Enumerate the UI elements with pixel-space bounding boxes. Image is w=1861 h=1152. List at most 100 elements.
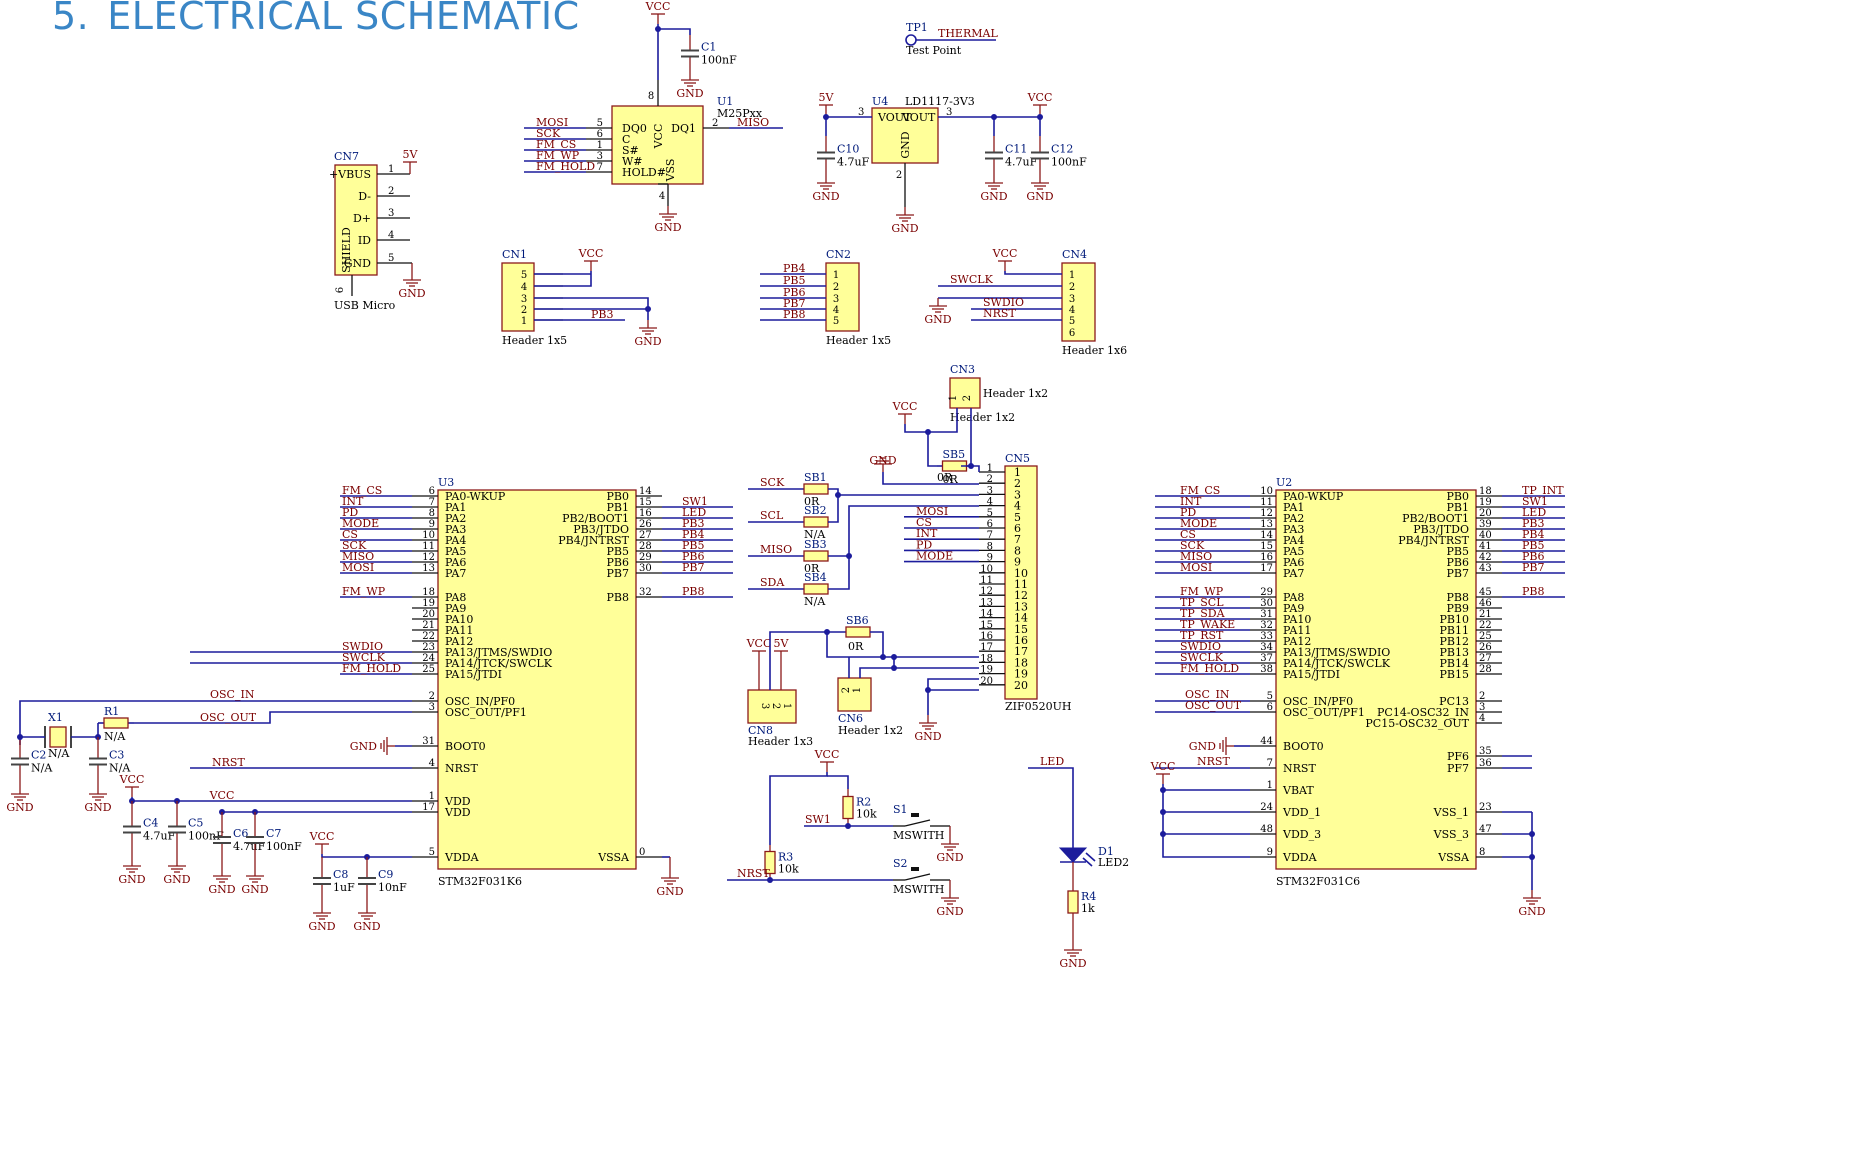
pin-name: DQ1 xyxy=(671,122,696,135)
zif-ref: CN5 xyxy=(1005,452,1030,465)
pin-number: 27 xyxy=(639,530,652,541)
net-label: INT xyxy=(916,527,938,540)
cap-ref: C10 xyxy=(837,143,859,156)
pin-name: PA4 xyxy=(1283,534,1304,547)
net-label: SWDIO xyxy=(1180,640,1221,653)
pin-name: 20 xyxy=(1014,679,1028,692)
pin-number: 1 xyxy=(781,703,792,709)
pin-number: 8 xyxy=(648,91,654,102)
pin-number: 17 xyxy=(1260,563,1273,574)
net-label: FM_CS xyxy=(342,484,382,497)
pin-name: D- xyxy=(358,190,371,203)
pin-name: PA14/JTCK/SWCLK xyxy=(1283,657,1391,670)
pin-name: 16 xyxy=(1014,634,1028,647)
pin-name: PB7 xyxy=(1447,567,1469,580)
res-value: 10k xyxy=(778,863,799,876)
crystal-ref: X1 xyxy=(48,711,63,724)
pin-name: VSS_1 xyxy=(1433,806,1469,819)
pin-number: 4 xyxy=(1479,713,1485,724)
net-label: PB7 xyxy=(1522,561,1544,574)
pin-number: 1 xyxy=(388,164,394,175)
pin-number: 19 xyxy=(980,665,993,676)
net-label: FM_CS xyxy=(536,138,576,151)
pin-name: VSSA xyxy=(597,851,630,864)
pin-number: 36 xyxy=(1479,758,1492,769)
pin-name: PB5 xyxy=(1447,545,1469,558)
test-point-part: Test Point xyxy=(906,44,962,57)
pin-name: 14 xyxy=(1014,612,1028,625)
pin-number: 2 xyxy=(896,170,902,181)
cn2-ref: CN2 xyxy=(826,248,851,261)
pin-name: OSC_IN/PF0 xyxy=(1283,695,1353,708)
junction-dot xyxy=(891,654,897,660)
pin-name: OSC_IN/PF0 xyxy=(445,695,515,708)
junction-dot xyxy=(1529,831,1535,837)
pin-number: 2 xyxy=(429,691,435,702)
res-value: N/A xyxy=(104,730,126,743)
pin-number: 47 xyxy=(1479,824,1492,835)
net-label: PB6 xyxy=(1522,550,1544,563)
res-ref: R4 xyxy=(1081,890,1096,903)
cap-value: 100nF xyxy=(701,54,737,67)
pin-number: 6 xyxy=(1069,328,1075,339)
section-number: 5. xyxy=(52,0,90,38)
cap-ref: C1 xyxy=(701,41,716,54)
pin-number: 42 xyxy=(1479,552,1492,563)
cn2-body xyxy=(825,262,860,332)
pin-number: 30 xyxy=(639,563,652,574)
cap-value: 100nF xyxy=(1051,156,1087,169)
pin-number: 20 xyxy=(1479,508,1492,519)
pin-name: PA5 xyxy=(445,545,466,558)
cn3-part: Header 1x2 xyxy=(950,411,1015,424)
pin-name: PA9 xyxy=(445,602,466,615)
pin-number: 3 xyxy=(429,702,435,713)
cn6-part: Header 1x2 xyxy=(838,724,903,737)
pin-name: PB8 xyxy=(607,591,629,604)
pin-number: 25 xyxy=(1479,631,1492,642)
regulator-ref: U4 xyxy=(872,95,888,108)
pin-name: PC14-OSC32_IN xyxy=(1377,706,1469,719)
ground-label: GND xyxy=(353,920,380,933)
cn3-body xyxy=(949,377,981,409)
net-label: INT xyxy=(1180,495,1202,508)
net-label: LED xyxy=(1040,755,1064,768)
pin-name: 15 xyxy=(1014,623,1028,636)
net-label: PB4 xyxy=(783,262,805,275)
net-label: FM_HOLD xyxy=(536,160,595,173)
pin-number: 1 xyxy=(521,316,527,327)
led-part: LED2 xyxy=(1098,856,1129,869)
power-label: VCC xyxy=(746,637,772,650)
pin-number: 12 xyxy=(980,586,993,597)
solder-bridge-body xyxy=(803,583,829,595)
net-label: LED xyxy=(682,506,706,519)
pin-number: 8 xyxy=(987,541,993,552)
sb-value: 0R xyxy=(804,562,820,575)
pin-name: PC13 xyxy=(1439,695,1469,708)
sb-value: N/A xyxy=(804,528,826,541)
pin-name: 3 xyxy=(1014,488,1021,501)
pin-number: 10 xyxy=(422,530,435,541)
pin-number: 46 xyxy=(1479,598,1492,609)
net-label: SWDIO xyxy=(342,640,383,653)
power-label: 5V xyxy=(403,148,419,161)
wire xyxy=(1028,767,1074,848)
net-label: PB6 xyxy=(783,286,805,299)
pin-name: PA7 xyxy=(445,567,466,580)
pin-name: PF7 xyxy=(1447,762,1469,775)
pin-name: ID xyxy=(358,234,371,247)
pin-name: VDD_1 xyxy=(1282,806,1321,819)
pin-number: 15 xyxy=(1260,541,1273,552)
net-label: OSC_OUT xyxy=(1185,699,1242,712)
pin-name: 4 xyxy=(1014,500,1021,513)
mcu-part: STM32F031K6 xyxy=(438,875,522,888)
pin-name: NRST xyxy=(1283,762,1316,775)
pin-name: PA1 xyxy=(445,501,466,514)
power-label: VCC xyxy=(578,247,604,260)
pin-number: 2 xyxy=(521,305,527,316)
ground-label: GND xyxy=(6,801,33,814)
net-label: FM_CS xyxy=(1180,484,1220,497)
pin-name: PA8 xyxy=(445,591,466,604)
ground-label: GND xyxy=(812,190,839,203)
pin-name: 5 xyxy=(1014,511,1021,524)
pin-name: PA13/JTMS/SWDIO xyxy=(1283,646,1390,659)
